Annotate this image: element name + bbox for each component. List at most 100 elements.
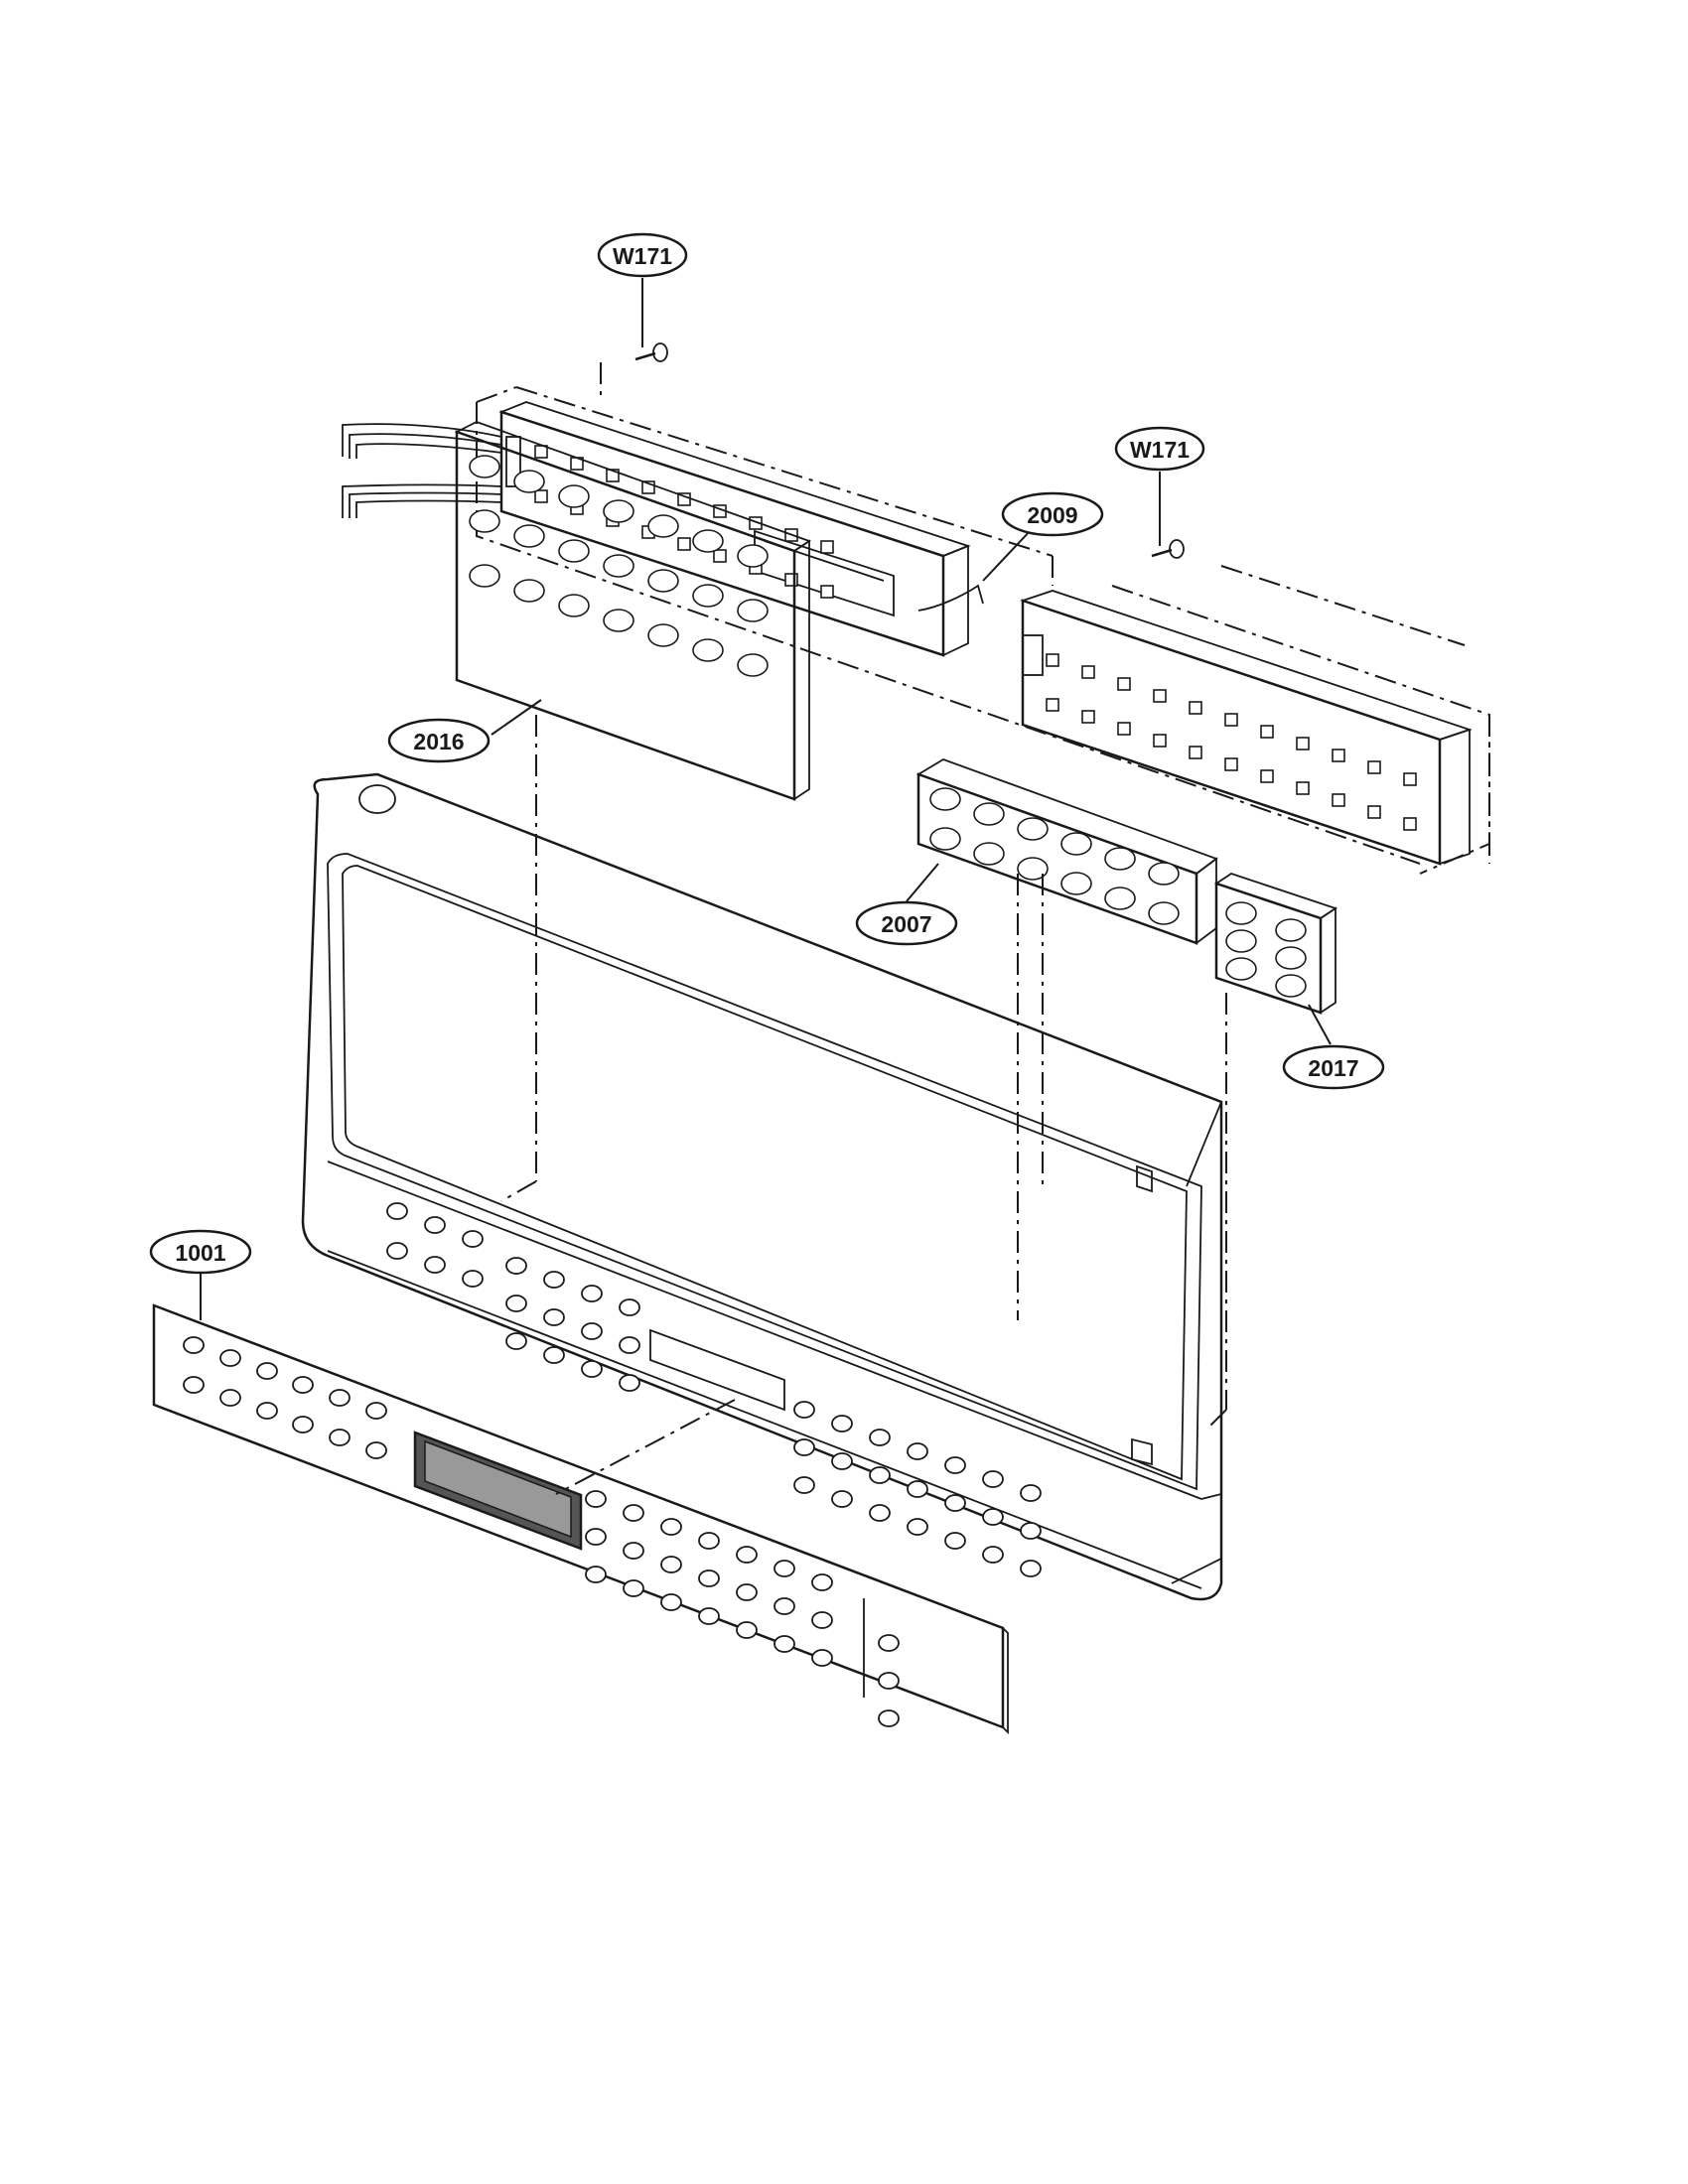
control-button: [365, 1441, 387, 1459]
screw-top: [634, 342, 668, 362]
key-switch: [713, 549, 727, 563]
control-button: [660, 1593, 682, 1611]
control-button: [811, 1611, 833, 1629]
control-button: [907, 1518, 928, 1536]
control-button: [1020, 1522, 1042, 1540]
callout-2009: 2009: [982, 491, 1104, 582]
control-button: [329, 1389, 351, 1407]
rubber-key: [973, 842, 1005, 866]
label-1001: 1001: [175, 1240, 225, 1266]
rubber-key: [603, 554, 634, 578]
key-switch: [534, 445, 548, 459]
control-button: [793, 1476, 815, 1494]
control-button: [982, 1508, 1004, 1526]
rubber-key: [513, 470, 545, 493]
rubber-key: [558, 539, 590, 563]
control-button: [219, 1389, 241, 1407]
control-button: [462, 1230, 484, 1248]
rubber-key: [1060, 872, 1092, 895]
control-button: [543, 1271, 565, 1289]
rubber-key: [647, 569, 679, 593]
key-switch: [1046, 698, 1059, 712]
control-button: [698, 1607, 720, 1625]
control-button: [878, 1634, 900, 1652]
callout-2007: 2007: [855, 863, 958, 946]
control-button: [581, 1360, 603, 1378]
rubber-key: [603, 609, 634, 632]
control-button: [623, 1579, 644, 1597]
control-button: [581, 1322, 603, 1340]
control-button: [585, 1490, 607, 1508]
rubber-key: [1060, 832, 1092, 856]
control-button: [424, 1256, 446, 1274]
key-switch: [1403, 817, 1417, 831]
door-frame: [301, 772, 1223, 1601]
key-switch: [1367, 805, 1381, 819]
control-button: [811, 1649, 833, 1667]
control-button: [944, 1532, 966, 1550]
key-switch: [1332, 793, 1345, 807]
key-switch: [1189, 701, 1202, 715]
control-button: [386, 1242, 408, 1260]
label-2009: 2009: [1027, 502, 1077, 528]
control-button: [292, 1416, 314, 1433]
control-button: [1020, 1560, 1042, 1577]
key-switch: [1189, 746, 1202, 759]
rubber-key: [1225, 929, 1257, 953]
control-button: [585, 1566, 607, 1583]
rubber-key: [737, 599, 769, 622]
control-button: [292, 1376, 314, 1394]
key-switch: [534, 489, 548, 503]
key-switch: [1260, 769, 1274, 783]
rubber-key: [513, 524, 545, 548]
control-button: [623, 1504, 644, 1522]
control-button: [907, 1480, 928, 1498]
pcb-right: [1020, 590, 1473, 866]
control-button: [256, 1362, 278, 1380]
rubber-key: [929, 827, 961, 851]
alignment-lines: [500, 715, 1227, 1495]
control-button: [424, 1216, 446, 1234]
rubber-key: [737, 653, 769, 677]
control-button: [183, 1376, 205, 1394]
control-button: [869, 1429, 891, 1446]
rubber-key: [603, 499, 634, 523]
key-switch: [1046, 653, 1059, 667]
rubber-key: [1104, 887, 1136, 910]
rubber-key: [692, 638, 724, 662]
control-button: [736, 1583, 758, 1601]
key-switch: [1081, 665, 1095, 679]
assembly-frame: [476, 362, 1490, 875]
rubber-key: [469, 564, 500, 588]
rubber-key: [1275, 946, 1307, 970]
rubber-key: [1275, 918, 1307, 942]
key-switch: [1224, 757, 1238, 771]
control-button: [660, 1556, 682, 1573]
rubber-key: [692, 529, 724, 553]
control-button: [907, 1442, 928, 1460]
rubber-key: [469, 455, 500, 478]
control-button: [219, 1349, 241, 1367]
rubber-key: [1104, 847, 1136, 871]
control-button: [256, 1402, 278, 1420]
callout-w171-right: W171: [1114, 426, 1205, 546]
label-2007: 2007: [881, 911, 931, 937]
rubber-key: [469, 509, 500, 533]
control-button: [623, 1542, 644, 1560]
label-w171-top: W171: [613, 243, 672, 269]
key-switch: [677, 537, 691, 551]
rubber-key: [1017, 857, 1049, 881]
control-button: [505, 1257, 527, 1275]
rubber-key: [558, 484, 590, 508]
control-button: [944, 1456, 966, 1474]
label-w171-right: W171: [1130, 437, 1190, 463]
control-button: [831, 1490, 853, 1508]
control-panel-1001: [152, 1303, 1009, 1735]
wire-harness: [342, 423, 984, 612]
key-switch: [1296, 781, 1310, 795]
control-button: [944, 1494, 966, 1512]
keypad-2007: [915, 758, 1218, 945]
screw-right: [1151, 539, 1185, 559]
control-button: [698, 1532, 720, 1550]
